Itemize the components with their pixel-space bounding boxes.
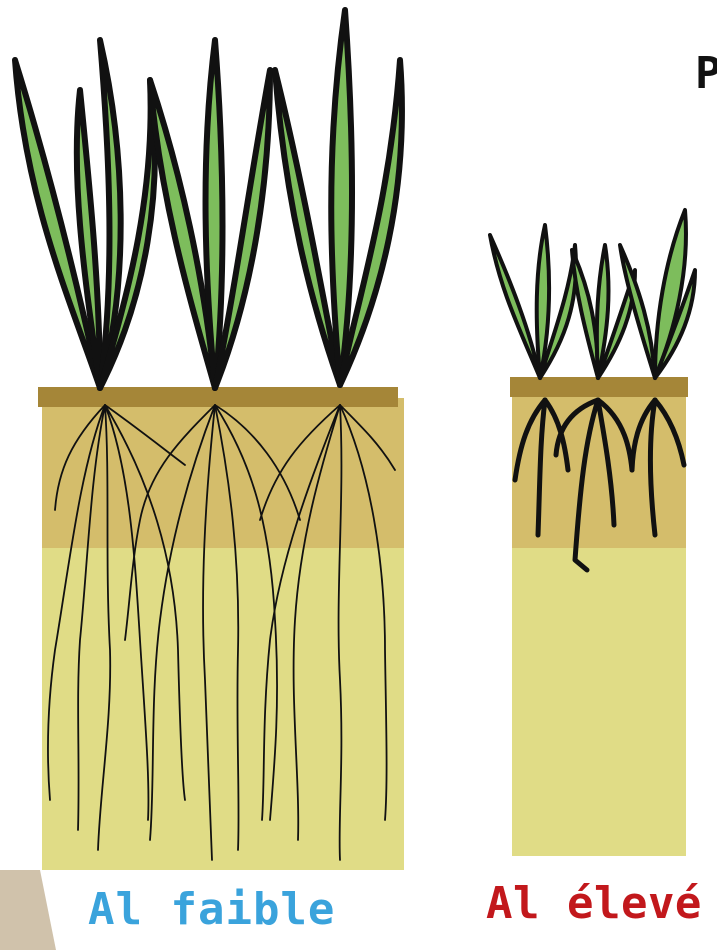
label-high-aluminum: Al élevé: [486, 878, 702, 929]
leaf: [572, 250, 598, 378]
soil-upper-layer-low: [42, 398, 404, 548]
leaf: [490, 235, 540, 378]
soil-column-low-al: [38, 387, 404, 870]
soil-lower-layer-high: [512, 548, 686, 856]
leaf: [206, 40, 223, 388]
plants-high-al: [490, 210, 695, 378]
plants-low-al: [15, 10, 402, 388]
partial-heading-text: P: [695, 48, 717, 99]
soil-column-high-al: [510, 377, 688, 856]
soil-surface-low: [38, 387, 398, 407]
leaf: [331, 10, 352, 385]
soil-lower-layer-low: [42, 548, 404, 870]
soil-surface-high: [510, 377, 688, 397]
corner-decoration: [0, 870, 56, 950]
label-low-aluminum: Al faible: [88, 884, 335, 935]
